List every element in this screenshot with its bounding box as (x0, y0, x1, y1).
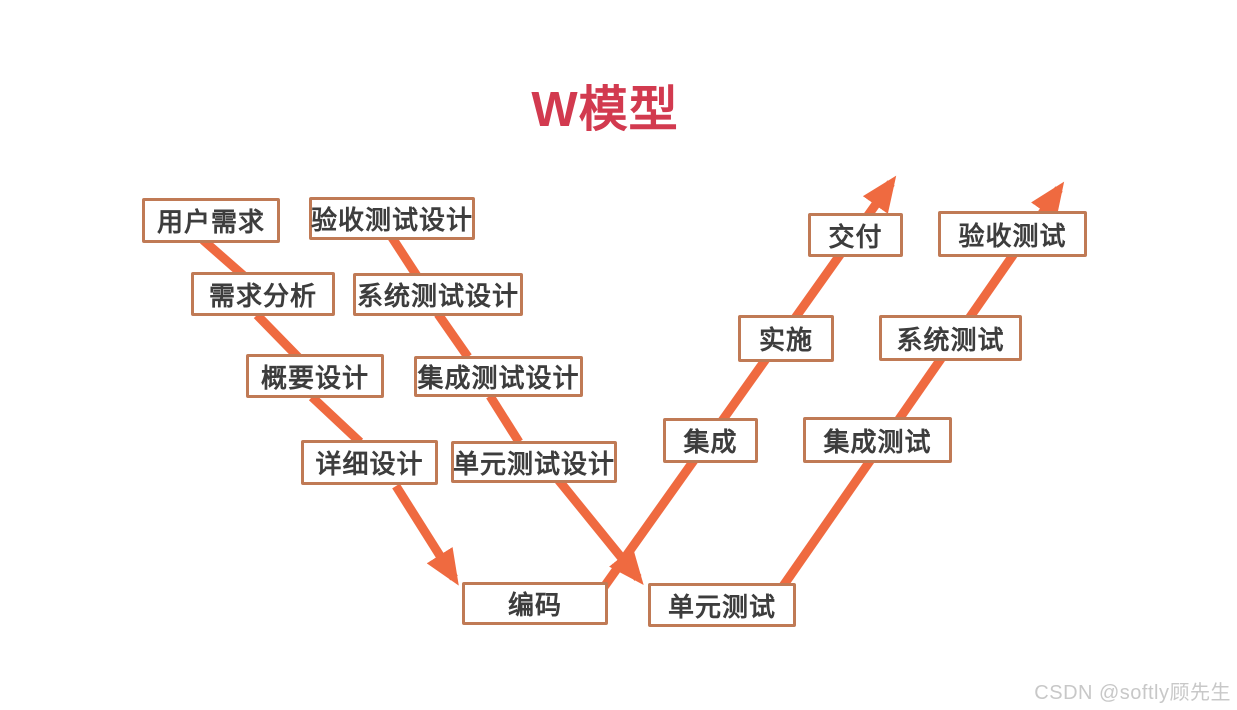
arrow-detailed-design-to-coding (392, 483, 459, 586)
node-unit-test-design: 单元测试设计 (451, 441, 617, 483)
diagram-title: W模型 (531, 83, 679, 137)
node-user-requirements: 用户需求 (142, 198, 280, 243)
node-system-test-design: 系统测试设计 (353, 273, 523, 316)
node-implementation: 实施 (738, 315, 834, 362)
node-coding: 编码 (462, 582, 608, 625)
node-integration-test: 集成测试 (803, 417, 952, 463)
connector-user-requirements-to-requirements-analysis (200, 236, 247, 280)
node-acceptance-test: 验收测试 (938, 211, 1087, 257)
connector-system-test-design-to-integration-test-design (434, 311, 472, 360)
node-integration: 集成 (663, 418, 758, 463)
node-acceptance-test-design: 验收测试设计 (309, 197, 475, 240)
connector-outline-design-to-detailed-design (308, 393, 364, 446)
node-system-test: 系统测试 (879, 315, 1022, 361)
node-unit-test: 单元测试 (648, 583, 796, 627)
node-detailed-design: 详细设计 (301, 440, 438, 485)
connector-acceptance-test-design-to-system-test-design (387, 233, 421, 279)
watermark: CSDN @softly顾先生 (1034, 682, 1231, 704)
connector-integration-test-design-to-unit-test-design (486, 393, 523, 445)
node-delivery: 交付 (808, 213, 903, 257)
connector-requirements-analysis-to-outline-design (253, 311, 302, 361)
node-outline-design: 概要设计 (246, 354, 384, 398)
node-requirements-analysis: 需求分析 (191, 272, 335, 316)
node-integration-test-design: 集成测试设计 (414, 356, 583, 397)
